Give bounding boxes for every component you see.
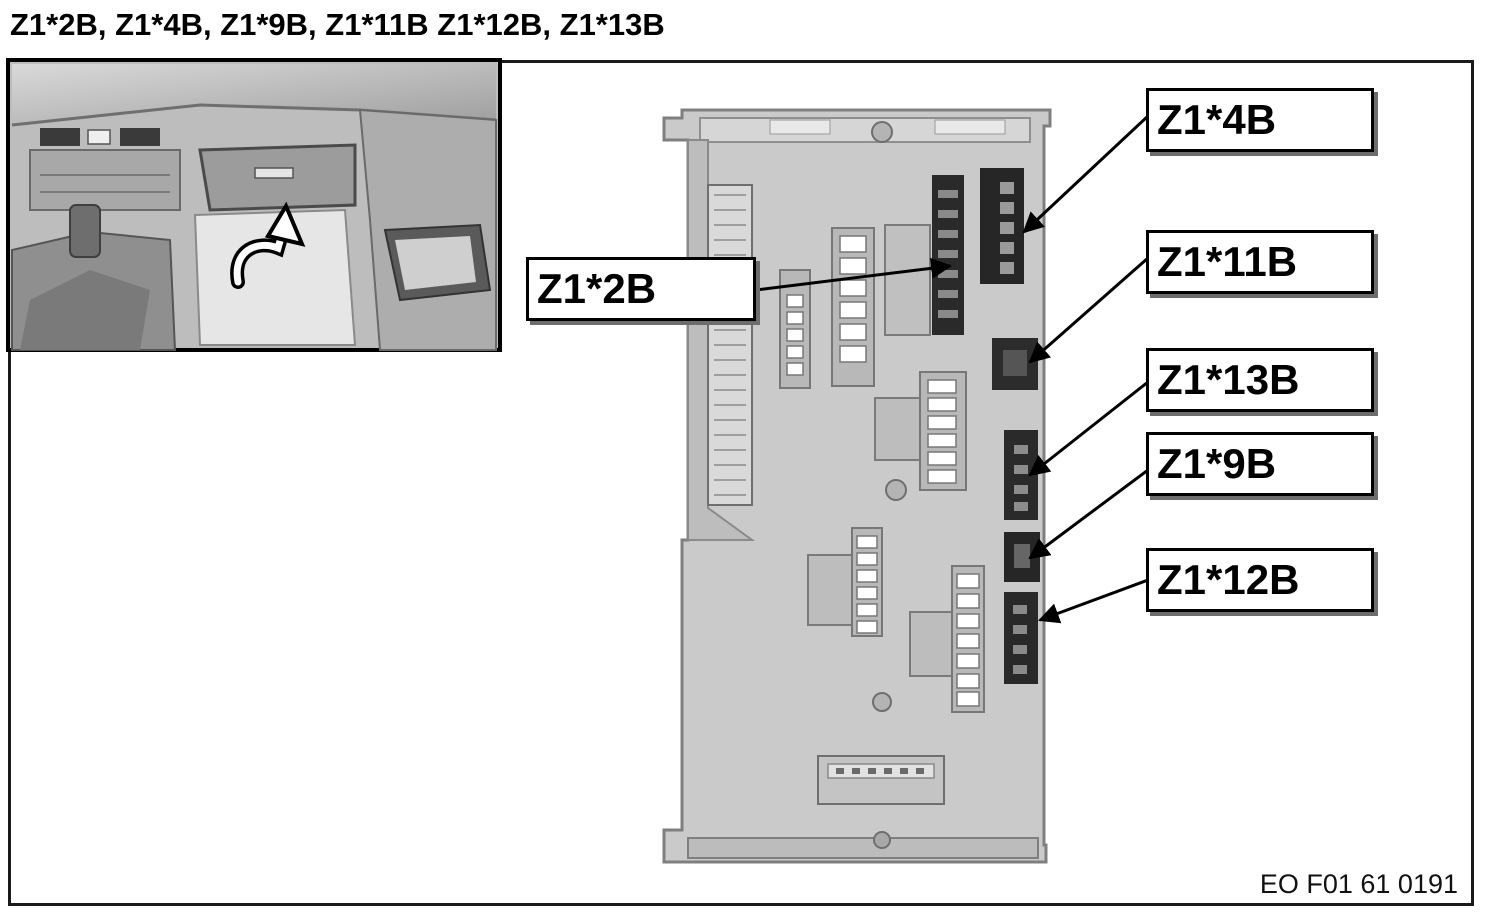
arrow-z1-11b xyxy=(1028,256,1149,364)
connector-z1-11b xyxy=(992,338,1038,390)
connector-z1-2b xyxy=(932,175,964,335)
arrow-z1-4b xyxy=(1022,114,1150,234)
diagram-title: Z1*2B, Z1*4B, Z1*9B, Z1*11B Z1*12B, Z1*1… xyxy=(10,7,665,42)
callout-z1-4b: Z1*4B xyxy=(1146,88,1374,152)
leader-arrows xyxy=(755,114,1150,624)
connector-z1-4b xyxy=(980,168,1024,284)
callout-z1-11b: Z1*11B xyxy=(1146,230,1374,294)
arrow-z1-9b xyxy=(1028,468,1149,560)
connector-z1-9b xyxy=(1004,532,1040,582)
junction-box-module xyxy=(662,108,1052,864)
arrow-z1-12b xyxy=(1038,578,1149,624)
arrow-z1-13b xyxy=(1028,380,1149,477)
reference-code: EO F01 61 0191 xyxy=(1259,869,1458,899)
callout-z1-2b: Z1*2B xyxy=(526,257,756,321)
curved-arrow-up-icon xyxy=(230,201,306,289)
location-inset xyxy=(6,58,502,352)
connector-z1-12b xyxy=(1004,592,1038,684)
arrow-z1-2b xyxy=(755,257,953,292)
callout-z1-12b: Z1*12B xyxy=(1146,548,1374,612)
callout-z1-13b: Z1*13B xyxy=(1146,348,1374,412)
callout-z1-9b: Z1*9B xyxy=(1146,432,1374,496)
connector-z1-13b xyxy=(1004,430,1038,520)
